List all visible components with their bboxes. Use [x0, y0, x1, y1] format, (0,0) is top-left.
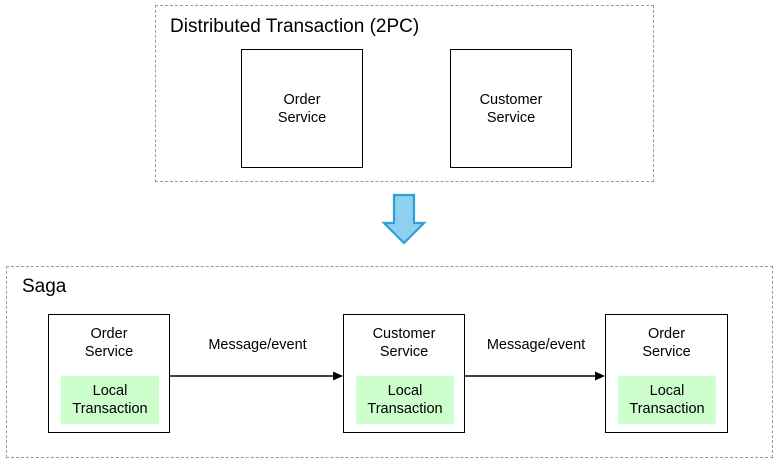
group-distributed-transaction	[155, 5, 654, 182]
connector-arrow-2	[465, 366, 607, 386]
down-arrow-icon	[381, 193, 427, 245]
local-transaction-box: Local Transaction	[618, 376, 716, 424]
service-label: Order Service	[277, 91, 327, 126]
edge-label-message-event-2: Message/event	[486, 337, 586, 353]
group-saga	[6, 266, 773, 458]
local-transaction-label: Local Transaction	[72, 383, 148, 417]
local-transaction-label: Local Transaction	[367, 383, 443, 417]
group-title-saga: Saga	[22, 276, 67, 297]
service-box-customer-service-saga[interactable]: Customer Service Local Transaction	[343, 314, 465, 433]
service-label: Customer Service	[372, 326, 436, 360]
service-box-order-service-saga-2[interactable]: Order Service Local Transaction	[605, 314, 728, 433]
local-transaction-label: Local Transaction	[629, 383, 705, 417]
service-label: Order Service	[642, 326, 691, 360]
service-box-order-service-saga-1[interactable]: Order Service Local Transaction	[48, 314, 170, 433]
service-label: Customer Service	[479, 91, 543, 126]
connector-arrow-1	[170, 366, 345, 386]
edge-label-message-event-1: Message/event	[208, 337, 307, 353]
group-title-distributed-transaction: Distributed Transaction (2PC)	[170, 16, 420, 37]
local-transaction-box: Local Transaction	[61, 376, 159, 424]
local-transaction-box: Local Transaction	[356, 376, 454, 424]
service-box-order-service-2pc[interactable]: Order Service	[241, 49, 363, 168]
service-box-customer-service-2pc[interactable]: Customer Service	[450, 49, 572, 168]
service-label: Order Service	[84, 326, 134, 360]
